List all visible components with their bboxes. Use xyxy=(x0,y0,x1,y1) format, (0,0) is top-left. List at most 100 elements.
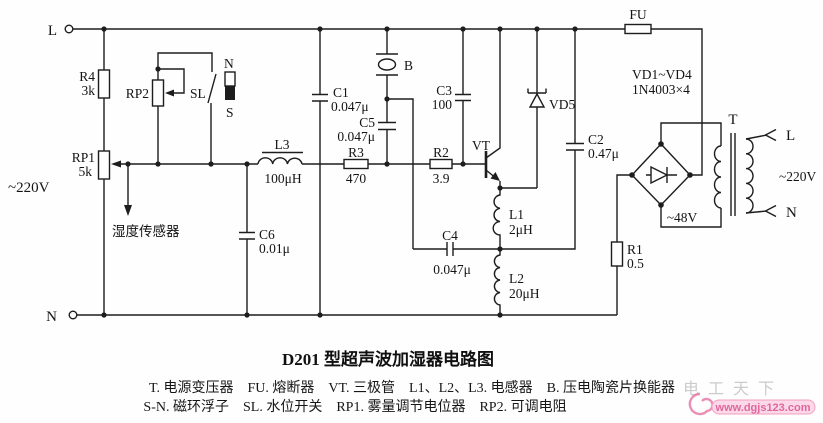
label-N-left: N xyxy=(46,309,57,325)
label-mains-right: ~220V xyxy=(779,169,817,184)
rp2-pot-symbol xyxy=(151,79,165,107)
c4-value: 0.047μ xyxy=(433,262,471,277)
c5-value: 0.047μ xyxy=(337,129,375,144)
r3-ref: R3 xyxy=(348,145,364,160)
watermark-banner xyxy=(711,399,816,415)
watermark-swirl-icon xyxy=(688,392,714,416)
r1-resistor-symbol xyxy=(610,241,624,267)
resistor-R2: R2 3.9 xyxy=(429,145,453,186)
rp1-value: 5k xyxy=(79,164,93,179)
sensor-label: 湿度传感器 xyxy=(112,223,180,239)
label-L-right: L xyxy=(786,128,795,144)
vd5-ref: VD5 xyxy=(549,97,575,112)
transformer-T: T L N ~220V xyxy=(713,112,817,221)
capacitor-C4: C4 0.047μ xyxy=(413,228,500,277)
watermark-site: www.dgjs123.com xyxy=(715,402,811,414)
rp1-pot-symbol xyxy=(97,150,111,180)
r3-value: 470 xyxy=(346,171,367,186)
rp1-ref: RP1 xyxy=(72,150,95,165)
bridge-voltage-label: ~48V xyxy=(667,210,698,225)
r1-value: 0.5 xyxy=(627,256,644,271)
capacitor-C3: C3 100 xyxy=(432,29,471,164)
terminal-N-left xyxy=(68,310,78,320)
float-n-box xyxy=(224,71,236,87)
fuse-FU: FU xyxy=(624,7,652,35)
c1-value: 0.047μ xyxy=(331,99,369,114)
diagram-title: D201 型超声波加湿器电路图 xyxy=(282,349,494,369)
c2-value: 0.47μ xyxy=(588,146,619,161)
zener-VD5: VD5 xyxy=(500,29,575,189)
vd5-diode-triangle xyxy=(528,92,546,108)
c6-value: 0.01μ xyxy=(259,241,290,256)
potentiometer-RP2: RP2 xyxy=(126,52,213,164)
t-ref: T xyxy=(728,112,737,128)
t-primary-winding xyxy=(713,145,722,209)
l1-value: 2μH xyxy=(509,222,533,237)
feedback-wire xyxy=(387,98,414,249)
label-N-right: N xyxy=(786,205,797,221)
vt-emitter-arrow xyxy=(490,172,500,181)
float-n-label: N xyxy=(224,56,234,71)
transducer-B: B xyxy=(376,29,413,122)
bridge-rectifier-VD1-VD4: ~48V xyxy=(631,122,722,228)
r3-resistor-symbol xyxy=(343,158,369,170)
r2-resistor-symbol xyxy=(429,158,453,170)
r2-ref: R2 xyxy=(433,145,449,160)
l2-ref: L2 xyxy=(509,271,524,286)
r2-value: 3.9 xyxy=(433,171,450,186)
rp2-ref: RP2 xyxy=(126,86,149,101)
c1-ref: C1 xyxy=(333,85,349,100)
c3-value: 100 xyxy=(432,97,453,112)
float-s-label: S xyxy=(226,105,234,120)
inductor-L2: L2 20μH xyxy=(493,249,540,315)
c4-ref: C4 xyxy=(442,228,458,243)
terminal-L-left xyxy=(64,24,74,34)
capacitor-C2: C2 0.47μ xyxy=(500,29,619,250)
inductor-L3: L3 100μH xyxy=(257,137,303,186)
bridge-diode-triangle xyxy=(650,165,669,185)
watermark: 电工天下 www.dgjs123.com xyxy=(683,380,816,416)
r4-resistor-symbol xyxy=(97,69,111,99)
l3-ref: L3 xyxy=(275,137,290,152)
junction-dots xyxy=(101,26,693,318)
c2-ref: C2 xyxy=(588,132,604,147)
label-L-left: L xyxy=(48,23,57,39)
fu-fuse-symbol xyxy=(624,23,652,35)
vd14-label-1: VD1~VD4 xyxy=(632,67,692,82)
transistor-VT: VT xyxy=(472,29,501,188)
capacitor-C6: C6 0.01μ xyxy=(239,164,290,315)
label-mains-left: ~220V xyxy=(8,180,50,196)
c5-ref: C5 xyxy=(359,115,375,130)
c6-ref: C6 xyxy=(259,227,275,242)
b-piezo-disc-icon xyxy=(377,58,397,71)
l3-value: 100μH xyxy=(264,171,301,186)
rp2-wiper-arrow xyxy=(165,89,174,97)
resistor-R4: R4 3k xyxy=(79,29,111,151)
t-secondary-winding xyxy=(745,138,754,214)
r4-ref: R4 xyxy=(79,69,95,84)
resistor-R3: R3 470 xyxy=(343,145,369,186)
potentiometer-RP1: RP1 5k xyxy=(72,150,121,315)
inductor-L1: L1 2μH xyxy=(492,188,533,249)
watermark-brand: 电工天下 xyxy=(683,380,783,398)
rp1-wiper-arrow xyxy=(111,160,121,168)
sl-ref: SL xyxy=(190,86,206,101)
capacitor-C1: C1 0.047μ xyxy=(312,29,369,315)
vt-ref: VT xyxy=(472,138,491,153)
top-rail xyxy=(64,24,703,176)
fu-ref: FU xyxy=(629,7,647,22)
vd14-label-2: 1N4003×4 xyxy=(632,82,690,97)
switch-SL: SL xyxy=(190,73,217,164)
c3-ref: C3 xyxy=(436,83,452,98)
humidity-sensor-arrow: 湿度传感器 xyxy=(112,164,180,239)
legend-line-1: T. 电源变压器 FU. 熔断器 VT. 三极管 L1、L2、L3. 电感器 B… xyxy=(149,379,675,396)
r4-value: 3k xyxy=(82,83,96,98)
l1-ref: L1 xyxy=(509,207,524,222)
sensor-arrowhead-icon xyxy=(124,205,132,216)
r1-ref: R1 xyxy=(627,242,643,257)
legend-line-2: S-N. 磁环浮子 SL. 水位开关 RP1. 雾量调节电位器 RP2. 可调电… xyxy=(143,399,566,415)
float-s-box xyxy=(225,86,235,100)
resistor-R1: R1 0.5 xyxy=(610,174,644,315)
